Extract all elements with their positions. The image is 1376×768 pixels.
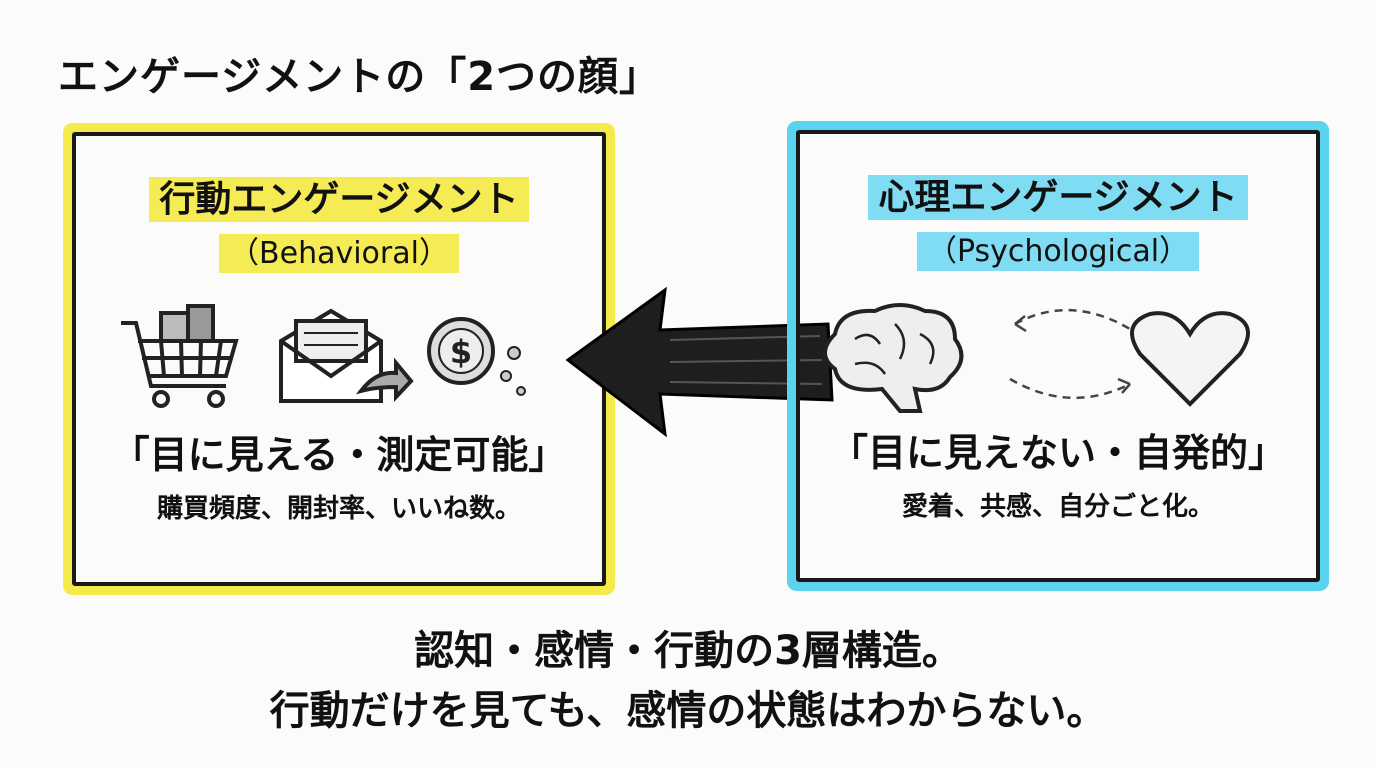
envelope-icon (279, 308, 414, 403)
behavioral-panel: 行動エンゲージメント （Behavioral） $ (72, 132, 606, 586)
page-title: エンゲージメントの「2つの顔」 (58, 54, 661, 100)
behavioral-subheading: （Behavioral） (76, 228, 602, 273)
behavioral-examples: 購買頻度、開封率、いいね数。 (156, 494, 521, 524)
behavioral-icons: $ (76, 301, 602, 421)
svg-text:$: $ (450, 333, 472, 371)
behavioral-quote: 「目に見える・測定可能」 (111, 433, 567, 477)
heart-icon (1130, 311, 1250, 407)
cycle-arrows-icon (1009, 309, 1131, 399)
psychological-examples: 愛着、共感、自分ごと化。 (901, 492, 1214, 522)
psychological-heading: 心理エンゲージメント (800, 168, 1316, 220)
footer-line-2: 行動だけを見ても、感情の状態はわからない。 (269, 688, 1107, 734)
arrow-heads-icon (1014, 315, 1131, 394)
footer-line-1: 認知・感情・行動の3層構造。 (414, 628, 962, 674)
shopping-cart-icon (121, 304, 239, 408)
brain-icon (823, 303, 964, 413)
behavioral-heading: 行動エンゲージメント (76, 170, 602, 222)
coin-icon: $ (427, 317, 526, 396)
psychological-quote: 「目に見えない・自発的」 (829, 431, 1286, 475)
psychological-panel: 心理エンゲージメント （Psychological） 「目に見えない・自発的」 … (796, 130, 1320, 582)
psychological-icons (800, 299, 1316, 419)
psychological-subheading: （Psychological） (800, 226, 1316, 271)
